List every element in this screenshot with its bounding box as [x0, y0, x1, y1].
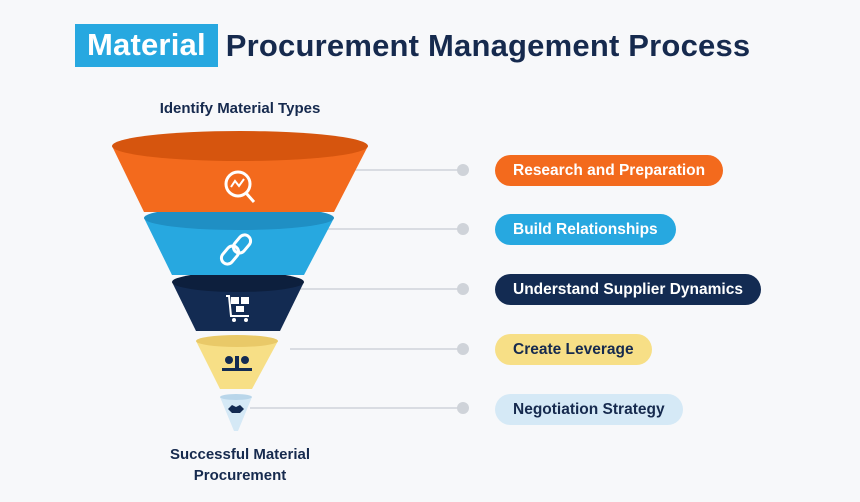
- stage-label-text: Negotiation Strategy: [513, 400, 665, 418]
- funnel-top-label: Identify Material Types: [159, 100, 321, 117]
- connector-dots: [457, 164, 469, 414]
- stage-label-supplier-dynamics: Understand Supplier Dynamics: [495, 274, 761, 305]
- magnifier-chart-icon: [224, 170, 256, 203]
- stage-label-text: Understand Supplier Dynamics: [513, 280, 743, 298]
- page-title: Material Procurement Management Process: [75, 24, 750, 67]
- stage-label-text: Build Relationships: [513, 220, 658, 238]
- connector-dot: [457, 343, 469, 355]
- stage-label-text: Create Leverage: [513, 340, 634, 358]
- funnel-stage-2: [144, 206, 334, 275]
- title-highlight: Material: [75, 24, 218, 67]
- funnel-bottom-label: Successful Material Procurement: [169, 446, 311, 484]
- stage-label-research: Research and Preparation: [495, 155, 724, 186]
- funnel-stage-4: [196, 335, 278, 389]
- stage-label-negotiation: Negotiation Strategy: [495, 394, 683, 425]
- connector-dot: [457, 164, 469, 176]
- connector-dot: [457, 283, 469, 295]
- connector-dot: [457, 223, 469, 235]
- stage-label-leverage: Create Leverage: [495, 334, 652, 365]
- stage-label-relationships: Build Relationships: [495, 214, 676, 245]
- funnel-stage-3: [172, 272, 304, 331]
- funnel-stage-5: [220, 394, 252, 431]
- funnel-stage-1: [112, 131, 368, 212]
- stage-label-text: Research and Preparation: [513, 161, 706, 179]
- chain-link-icon: [219, 233, 253, 266]
- handshake-icon: [228, 405, 244, 413]
- title-text: Procurement Management Process: [225, 27, 751, 63]
- cart-boxes-icon: [226, 295, 249, 322]
- balance-coins-icon: [222, 356, 252, 371]
- connector-dot: [457, 402, 469, 414]
